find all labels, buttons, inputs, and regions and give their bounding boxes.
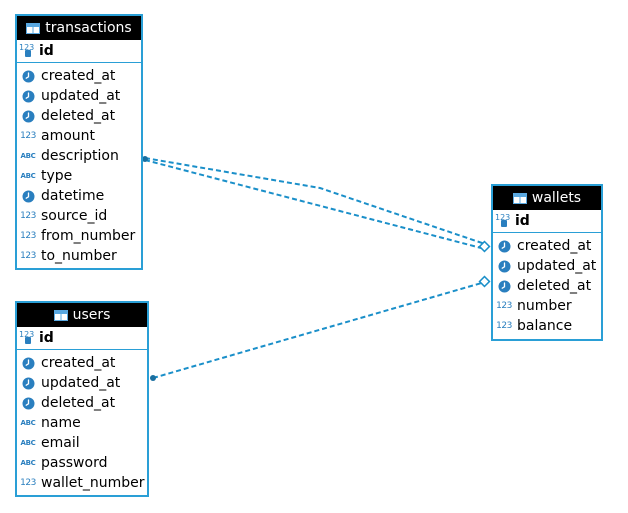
- column-label: amount: [41, 128, 96, 144]
- pk-column-label: id: [515, 213, 530, 229]
- column-row[interactable]: ABC description: [17, 146, 141, 166]
- column-row[interactable]: 123 wallet_number: [17, 473, 147, 493]
- column-label: source_id: [41, 208, 108, 224]
- entity-title: transactions: [45, 20, 132, 36]
- column-label: type: [41, 168, 73, 184]
- primary-key-icon: 123: [19, 43, 37, 59]
- relation-endpoint-dot: [150, 375, 156, 381]
- column-row[interactable]: 123 to_number: [17, 246, 141, 266]
- text-icon: ABC: [20, 419, 36, 427]
- table-icon: [512, 192, 527, 204]
- column-label: deleted_at: [41, 108, 116, 124]
- entity-header[interactable]: transactions: [17, 16, 141, 40]
- column-label: description: [41, 148, 119, 164]
- clock-icon: [495, 280, 513, 293]
- pk-row[interactable]: 123 id: [493, 210, 601, 233]
- column-label: deleted_at: [517, 278, 592, 294]
- text-icon: ABC: [20, 459, 36, 467]
- column-row[interactable]: created_at: [493, 236, 601, 256]
- column-label: email: [41, 435, 80, 451]
- numeric-icon: 123: [20, 251, 36, 261]
- text-icon: ABC: [20, 172, 36, 180]
- column-row[interactable]: ABC email: [17, 433, 147, 453]
- entity-header[interactable]: wallets: [493, 186, 601, 210]
- column-row[interactable]: datetime: [17, 186, 141, 206]
- column-label: created_at: [41, 355, 116, 371]
- column-row[interactable]: 123 balance: [493, 316, 601, 336]
- column-label: deleted_at: [41, 395, 116, 411]
- column-row[interactable]: 123 number: [493, 296, 601, 316]
- column-row[interactable]: created_at: [17, 353, 147, 373]
- column-label: datetime: [41, 188, 105, 204]
- relation-endpoint-diamond: [478, 240, 491, 253]
- entity-header[interactable]: users: [17, 303, 147, 327]
- column-row[interactable]: ABC type: [17, 166, 141, 186]
- column-row[interactable]: updated_at: [17, 86, 141, 106]
- column-row[interactable]: created_at: [17, 66, 141, 86]
- column-row[interactable]: 123 from_number: [17, 226, 141, 246]
- column-label: from_number: [41, 228, 136, 244]
- numeric-icon: 123: [20, 211, 36, 221]
- column-label: updated_at: [41, 88, 121, 104]
- clock-icon: [19, 70, 37, 83]
- column-label: updated_at: [517, 258, 597, 274]
- pk-row[interactable]: 123 id: [17, 327, 147, 350]
- numeric-icon: 123: [20, 478, 36, 488]
- clock-icon: [19, 90, 37, 103]
- relation-transactions-wallets-2[interactable]: [144, 159, 486, 250]
- column-row[interactable]: 123 amount: [17, 126, 141, 146]
- table-icon: [26, 22, 41, 34]
- clock-icon: [495, 240, 513, 253]
- column-row[interactable]: deleted_at: [493, 276, 601, 296]
- column-row[interactable]: ABC name: [17, 413, 147, 433]
- column-label: name: [41, 415, 81, 431]
- column-label: password: [41, 455, 108, 471]
- column-label: balance: [517, 318, 573, 334]
- column-label: created_at: [517, 238, 592, 254]
- column-label: number: [517, 298, 572, 314]
- numeric-icon: 123: [20, 231, 36, 241]
- pk-row[interactable]: 123 id: [17, 40, 141, 63]
- numeric-icon: 123: [496, 321, 512, 331]
- entity-title: wallets: [531, 190, 582, 206]
- primary-key-icon: 123: [495, 213, 513, 229]
- entity-transactions[interactable]: transactions 123 id created_at updated_at…: [15, 14, 143, 270]
- clock-icon: [19, 110, 37, 123]
- column-label: wallet_number: [41, 475, 145, 491]
- relation-users-wallets[interactable]: [152, 281, 486, 379]
- text-icon: ABC: [20, 439, 36, 447]
- clock-icon: [19, 190, 37, 203]
- column-label: updated_at: [41, 375, 121, 391]
- clock-icon: [19, 397, 37, 410]
- relation-endpoint-diamond: [478, 275, 491, 288]
- pk-column-label: id: [39, 330, 54, 346]
- clock-icon: [19, 377, 37, 390]
- numeric-icon: 123: [496, 301, 512, 311]
- relation-endpoint-dot: [142, 156, 148, 162]
- entity-title: users: [72, 307, 111, 323]
- clock-icon: [495, 260, 513, 273]
- numeric-icon: 123: [20, 131, 36, 141]
- column-row[interactable]: updated_at: [17, 373, 147, 393]
- column-label: to_number: [41, 248, 117, 264]
- column-row[interactable]: deleted_at: [17, 106, 141, 126]
- column-row[interactable]: updated_at: [493, 256, 601, 276]
- column-row[interactable]: deleted_at: [17, 393, 147, 413]
- relation-transactions-wallets-1[interactable]: [144, 157, 486, 245]
- column-row[interactable]: ABC password: [17, 453, 147, 473]
- primary-key-icon: 123: [19, 330, 37, 346]
- text-icon: ABC: [20, 152, 36, 160]
- column-row[interactable]: 123 source_id: [17, 206, 141, 226]
- pk-column-label: id: [39, 43, 54, 59]
- column-label: created_at: [41, 68, 116, 84]
- table-icon: [53, 309, 68, 321]
- clock-icon: [19, 357, 37, 370]
